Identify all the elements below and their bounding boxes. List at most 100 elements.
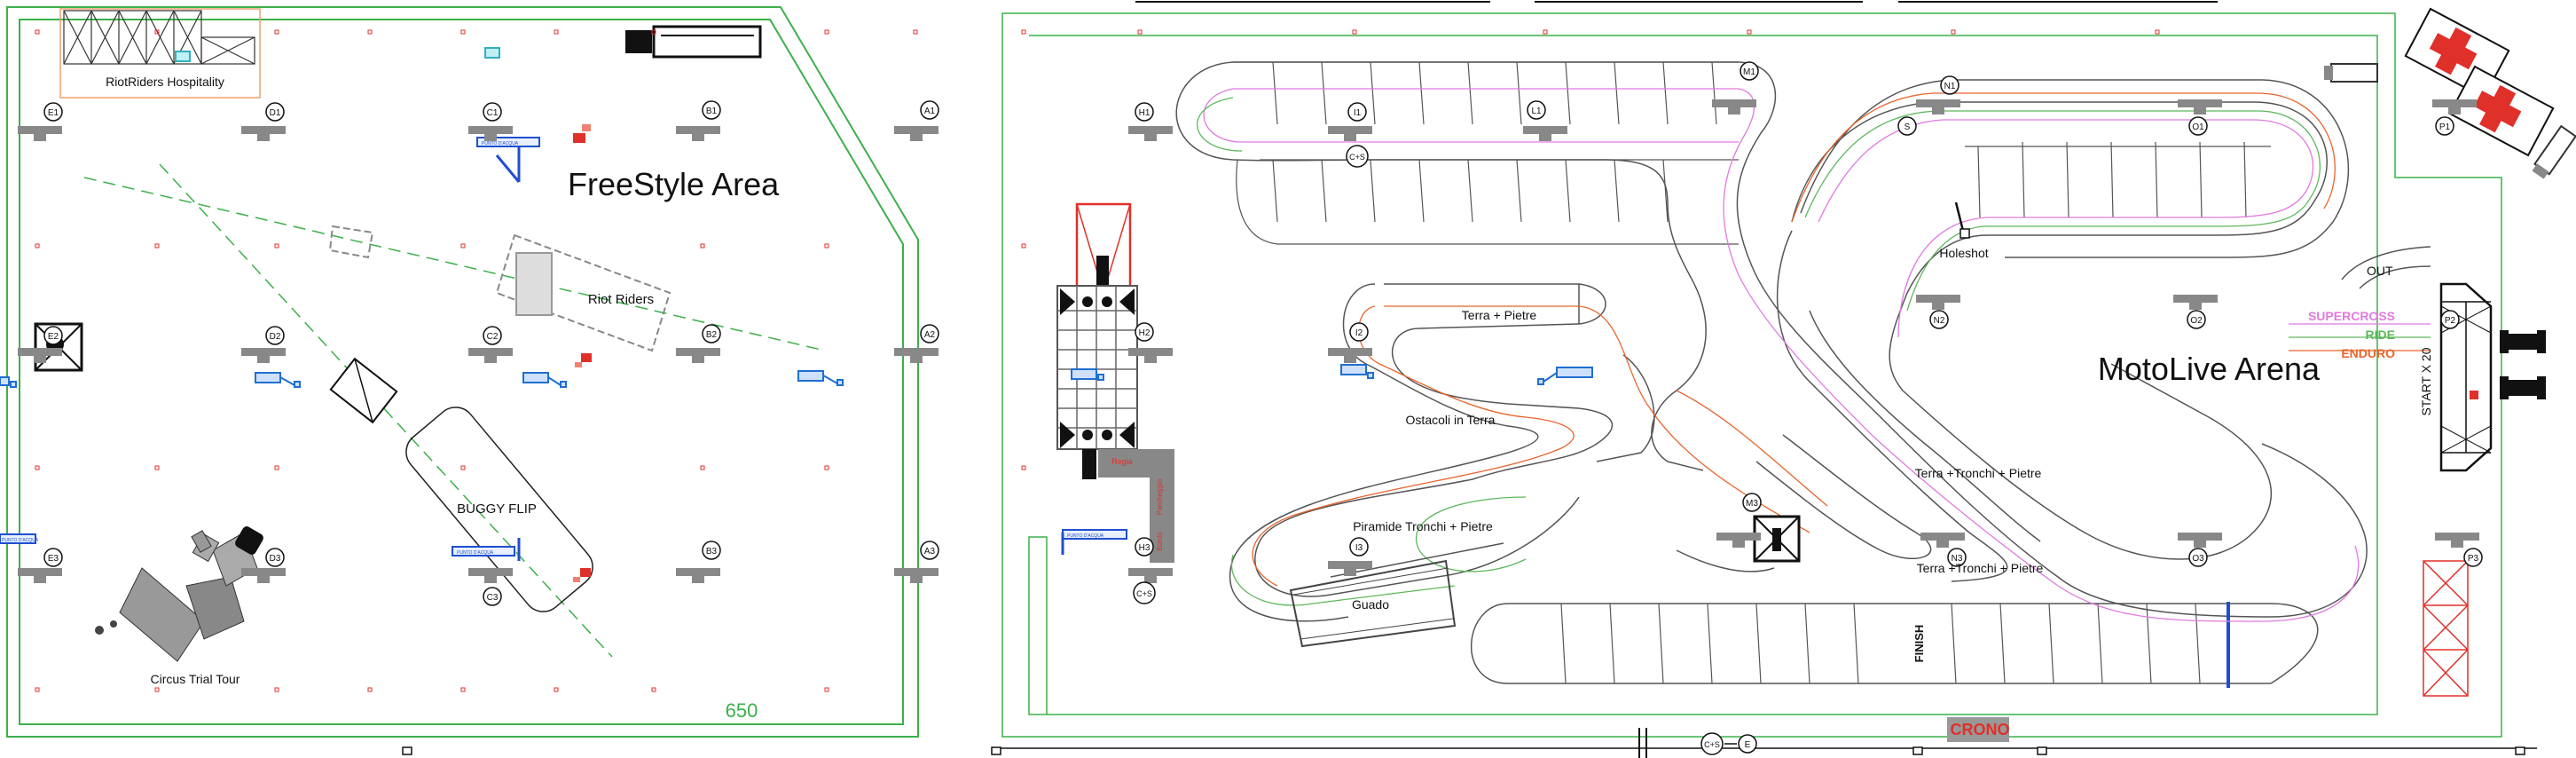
stage-label-parcheggio: Parcheggio (1156, 478, 1164, 515)
blue-tabs-arena (1071, 364, 1593, 385)
marker-e3: E3 (43, 548, 63, 567)
racing-line-supercross (1203, 88, 2431, 622)
hospitality-tents (63, 10, 255, 65)
bottom-square-markers (991, 746, 2525, 755)
svg-text:P2: P2 (2445, 316, 2456, 326)
marker-a3: A3 (920, 541, 939, 560)
svg-text:N2: N2 (1934, 316, 1945, 326)
buggy-flip-label: BUGGY FLIP (457, 501, 537, 517)
marker-cs-2: C+S (1133, 581, 1156, 604)
marker-e-bottom: E (1738, 734, 1757, 754)
motolive-arena-title: MotoLive Arena (2098, 351, 2321, 387)
racing-line-enduro (1252, 92, 2431, 587)
svg-text:B2: B2 (706, 330, 718, 340)
crono-label: CRONO (1951, 721, 2010, 738)
finish-label: FINISH (1912, 625, 1926, 663)
guado-label: Guado (1352, 597, 1389, 612)
marker-b3: B3 (702, 541, 721, 560)
riot-riders-label: Riot Riders (588, 292, 654, 307)
holeshot-box (1959, 228, 1970, 239)
svg-text:PUNTO D'ACQUA: PUNTO D'ACQUA (482, 141, 519, 146)
svg-text:M1: M1 (1743, 67, 1755, 77)
ambulance-2 (2448, 65, 2555, 157)
svg-text:I2: I2 (1355, 328, 1363, 338)
marker-c3: C3 (483, 587, 502, 606)
whoops-bottom (1560, 603, 2201, 684)
freestyle-boundary-outer (6, 6, 919, 738)
stage-label-bordo: Bordo (1156, 532, 1164, 551)
svg-text:P1: P1 (2439, 122, 2451, 132)
svg-text:P3: P3 (2468, 554, 2479, 564)
terra-tronchi-label-1: Terra +Tronchi + Pietre (1915, 466, 2042, 480)
holeshot-label: Holeshot (1939, 246, 1988, 260)
svg-text:C+S: C+S (1349, 153, 1365, 162)
svg-text:PUNTO D'ACQUA: PUNTO D'ACQUA (1067, 533, 1104, 539)
svg-text:C+S: C+S (1704, 740, 1720, 749)
svg-text:PUNTO D'ACQUA: PUNTO D'ACQUA (2, 538, 39, 543)
legend-supercross: SUPERCROSS (2308, 309, 2395, 323)
svg-text:O2: O2 (2190, 316, 2203, 326)
svg-text:E: E (1745, 740, 1751, 750)
terra-pietre-label: Terra + Pietre (1462, 308, 1537, 322)
gate-marker-left (402, 746, 412, 755)
marker-h3: H3 (1135, 537, 1154, 557)
svg-text:I1: I1 (1354, 108, 1362, 118)
platforms-arena (1128, 99, 2479, 742)
water-station-1: PUNTO D'ACQUA (476, 137, 540, 183)
svg-text:I3: I3 (1355, 543, 1363, 553)
svg-text:B3: B3 (706, 547, 718, 557)
svg-text:D3: D3 (270, 554, 281, 564)
out-label: OUT (2367, 264, 2393, 278)
svg-text:E3: E3 (48, 554, 59, 564)
marker-b1: B1 (702, 100, 721, 120)
track-inner (1229, 230, 2041, 622)
terra-tronchi-label-2: Terra +Tronchi + Pietre (1917, 561, 2044, 575)
svg-text:C1: C1 (487, 108, 499, 118)
guado-ramp (1289, 559, 1457, 648)
markers-arena: H1 I1 L1 M1 N1 O1 P1 H2 I2 N2 O2 P2 H3 I… (1133, 61, 2483, 755)
svg-text:B1: B1 (706, 107, 718, 116)
grid-points-arena (1021, 29, 2160, 470)
marker-i3: I3 (1349, 537, 1369, 557)
legend-enduro: ENDURO (2341, 346, 2395, 360)
freestyle-dimension: 650 (726, 699, 758, 722)
van-icon (2324, 63, 2378, 83)
marker-e2: E2 (43, 326, 63, 345)
marker-p3: P3 (2463, 548, 2483, 567)
marker-i1: I1 (1347, 102, 1367, 122)
whoops-right-top (1965, 141, 2271, 218)
marker-o3: O3 (2188, 548, 2208, 567)
marker-d1: D1 (265, 102, 285, 122)
svg-text:E1: E1 (48, 108, 59, 118)
truck-icon (625, 25, 762, 59)
marker-d2: D2 (265, 326, 285, 345)
svg-text:D1: D1 (270, 108, 281, 118)
start-gate (2439, 282, 2493, 472)
marker-d3: D3 (265, 548, 285, 567)
svg-text:C3: C3 (487, 593, 499, 603)
markers-left: E1 D1 C1 B1 A1 E2 D2 C2 B2 A2 E3 D3 C3 B… (43, 100, 939, 606)
van-icon-2 (2532, 124, 2576, 179)
marker-b2: B2 (702, 324, 721, 343)
svg-text:A2: A2 (924, 330, 936, 340)
freestyle-boundary-inner (19, 19, 904, 725)
out-lane (2341, 246, 2431, 280)
water-station-arena-1: PUNTO D'ACQUA (1061, 529, 1127, 555)
grid-points-left (35, 29, 918, 692)
hospitality-label: RiotRiders Hospitality (106, 75, 224, 89)
marker-s: S (1897, 116, 1917, 136)
marker-m3: M3 (1742, 493, 1762, 512)
marker-n2: N2 (1929, 310, 1949, 329)
svg-text:H1: H1 (1139, 108, 1151, 118)
racing-line-ride (1197, 97, 2431, 606)
track-legend: SUPERCROSS RIDE ENDURO (2308, 309, 2395, 360)
svg-text:N3: N3 (1952, 554, 1963, 564)
svg-text:H2: H2 (1139, 328, 1151, 338)
svg-text:N1: N1 (1944, 82, 1956, 91)
svg-text:S: S (1905, 122, 1911, 132)
marker-e1: E1 (43, 102, 63, 122)
circus-trial-label: Circus Trial Tour (151, 672, 240, 686)
piramide-label: Piramide Tronchi + Pietre (1353, 519, 1493, 533)
stage-label-regia: Regia (1111, 457, 1133, 466)
